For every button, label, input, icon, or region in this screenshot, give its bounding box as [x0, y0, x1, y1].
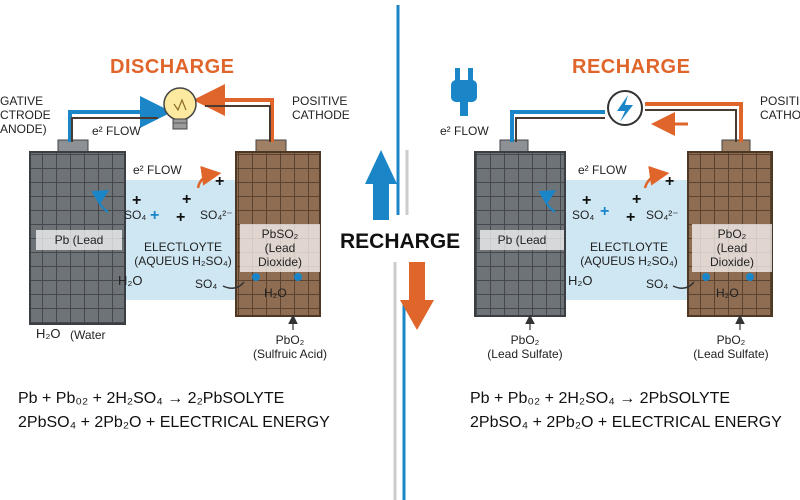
left-h2o-bottom: H₂O [36, 326, 61, 341]
left-positive-label: POSITIVE CATHODE [292, 94, 350, 122]
right-positive-label: POSITI CATHO [760, 94, 800, 122]
svg-text:+: + [215, 173, 224, 190]
svg-text:+: + [182, 191, 191, 208]
down-arrow-icon [400, 262, 434, 330]
left-wire-dark-2 [205, 105, 271, 142]
left-so4-lower: SO₄ [195, 277, 218, 291]
right-electrolyte [545, 180, 705, 300]
up-arrow-icon [365, 150, 397, 220]
right-electrolyte-label: ELECTLOYTE (AQUEUS H₂SO₄) [580, 240, 678, 268]
left-cathode-bottom-label: PbO₂ (Sulfruic Acid) [252, 333, 328, 361]
right-cathode-plate-label: PbO₂ (Lead Dioxide) [692, 224, 772, 272]
left-inner-flow-label: e² FLOW [133, 163, 182, 177]
right-anode-plate-label: Pb (Lead [480, 230, 564, 250]
center-title: RECHARGE [340, 230, 461, 253]
right-so4-lower: SO₄ [646, 277, 669, 291]
right-wire-blue [510, 110, 605, 142]
right-cathode-bottom-label: PbO₂ (Lead Sulfate) [693, 333, 769, 361]
svg-text:+: + [176, 209, 185, 226]
right-ion-so4: SO₄ [572, 208, 595, 222]
power-plug-icon [451, 68, 477, 116]
right-ion-arrow [538, 189, 557, 213]
right-wire-flow-label: e² FLOW [440, 124, 489, 138]
right-wire-dark-2 [645, 109, 737, 142]
right-wire-orange [645, 102, 743, 142]
right-equation-1: Pb + Pb₀₂ + 2H₂SO₄ → 2PbSOLYTE [470, 390, 731, 407]
right-inner-flow-arrow [643, 165, 670, 189]
left-h2o-cathode: H₂O [264, 286, 287, 300]
right-h2o-cathode: H₂O [716, 286, 739, 300]
right-ion-so4-2: SO₄²⁻ [646, 208, 679, 222]
left-equation-2: 2PbSO₄ + 2Pb₂O + ELECTRICAL ENERGY [18, 414, 330, 431]
right-dot-2 [746, 273, 754, 281]
right-anode-bottom-label: PbO₂ (Lead Sulfate) [487, 333, 563, 361]
plus-signs: + + + + + + + + + + [132, 173, 674, 226]
left-electrolyte-label: ELECTLOYTE (AQUEUS H₂SO₄) [134, 240, 232, 268]
light-bulb-icon [163, 87, 197, 130]
left-dot-1 [252, 273, 260, 281]
svg-text:+: + [132, 192, 141, 209]
left-equation-1: Pb + Pb₀₂ + 2H₂SO₄ → 2₂PbSOLYTE [18, 390, 285, 407]
right-inner-flow-label: e² FLOW [578, 163, 627, 177]
left-ion-arrow [91, 189, 110, 213]
left-panel-title: DISCHARGE [110, 56, 235, 78]
right-dot-1 [702, 273, 710, 281]
left-water-label: (Water [70, 328, 106, 342]
svg-text:+: + [600, 203, 609, 220]
svg-text:+: + [582, 192, 591, 209]
left-wire-dark [71, 117, 158, 142]
left-negative-label: GATIVE CTRODE ANODE) [0, 94, 51, 136]
right-h2o-electrolyte: H₂O [568, 273, 593, 288]
svg-text:+: + [632, 191, 641, 208]
right-equation-2: 2PbSO₄ + 2Pb₂O + ELECTRICAL ENERGY [470, 414, 782, 431]
svg-text:+: + [626, 209, 635, 226]
left-so4-arrow [222, 281, 245, 289]
left-ion-so4-2: SO₄²⁻ [200, 208, 233, 222]
left-ion-so4: SO₄ [124, 208, 147, 222]
left-anode-plate-label: Pb (Lead [36, 230, 122, 250]
left-wire-orange [193, 84, 274, 142]
left-wire-blue [68, 96, 172, 142]
left-wire-flow-label: e² FLOW [92, 124, 141, 138]
svg-text:+: + [665, 173, 674, 190]
left-h2o-electrolyte: H₂O [118, 273, 143, 288]
left-inner-flow-arrow [196, 165, 222, 189]
left-cathode-plate-label: PbSO₂ (Lead Dioxide) [240, 224, 320, 272]
right-wire-dark [515, 117, 605, 142]
svg-text:+: + [150, 207, 159, 224]
left-dot-2 [294, 273, 302, 281]
right-panel-title: RECHARGE [572, 56, 691, 78]
lightning-charger-icon [607, 90, 643, 126]
right-so4-arrow [672, 281, 695, 289]
